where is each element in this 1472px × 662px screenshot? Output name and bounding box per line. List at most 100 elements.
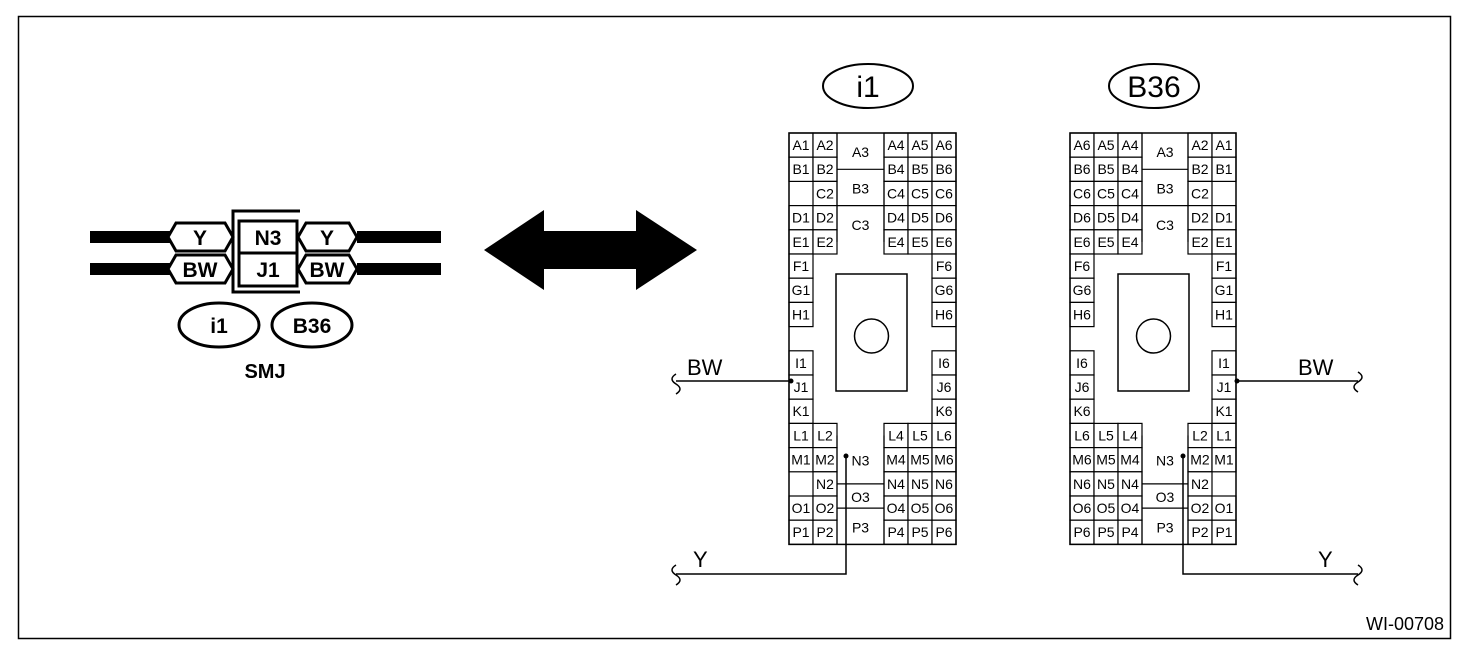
connector-i1-pin-label: F6 <box>936 258 953 274</box>
connector-b36-pin-label: O4 <box>1121 500 1140 516</box>
connector-b36-pin-label: J6 <box>1075 379 1090 395</box>
connector-i1-pin-label: D2 <box>816 210 834 226</box>
connector-i1-pin-label: C6 <box>935 185 953 201</box>
connector-i1-pin-label: M2 <box>815 452 835 468</box>
connector-i1-pin-label: M5 <box>910 452 930 468</box>
connector-i1-pin-label: L4 <box>888 427 904 443</box>
connector-i1-pin-label: K1 <box>792 403 809 419</box>
connector-i1-pin-label: A6 <box>935 137 952 153</box>
connector-b36-pin-label: M4 <box>1120 452 1140 468</box>
wire-bw-b36-break <box>1353 371 1363 393</box>
connector-b36-pin-label: C6 <box>1073 185 1091 201</box>
connector-b36-pin-label: A1 <box>1215 137 1232 153</box>
connector-i1-pin-label: E4 <box>887 234 904 250</box>
connector-b36-pin-label: O2 <box>1191 500 1210 516</box>
connector-i1-pin-cell <box>907 519 933 546</box>
connector-i1-pin-cell <box>907 422 933 449</box>
connector-b36-pin-label: N5 <box>1097 476 1115 492</box>
smj-left-terminal-bw <box>166 253 235 285</box>
connector-b36-pin-label: N4 <box>1121 476 1139 492</box>
smj-left-terminal-y <box>166 221 235 253</box>
connector-i1-pin-label: L6 <box>936 427 952 443</box>
connector-b36-pin-cell <box>1211 398 1237 425</box>
wire-y-b36-line <box>1182 456 1358 575</box>
connector-b36-mid-top-label: C3 <box>1156 217 1174 233</box>
connector-b36-pin-label: M6 <box>1072 452 1092 468</box>
connector-b36-mid-bottom-label: N3 <box>1156 453 1174 469</box>
connector-b36-pin-label: A6 <box>1073 137 1090 153</box>
connector-b36-pin-cell <box>1211 301 1237 328</box>
connector-i1-pin-label: P2 <box>816 524 833 540</box>
connector-b36-pin-cell <box>1117 519 1143 546</box>
connector-b36-pin-label: P2 <box>1191 524 1208 540</box>
smj-connector-oval-b36 <box>270 301 354 349</box>
connector-i1-pin-label: K6 <box>935 403 952 419</box>
connector-b36-pin-cell <box>1117 180 1143 207</box>
connector-i1-pin-label: P1 <box>792 524 809 540</box>
connector-b36-pin-cell <box>1093 205 1119 231</box>
connector-i1-pin-label: H1 <box>792 306 810 322</box>
connector-b36-pin-label: D4 <box>1121 210 1139 226</box>
connector-i1-pin-cell <box>788 422 814 449</box>
connector-b36-pin-label: A2 <box>1191 137 1208 153</box>
smj-pin-j1: J1 <box>256 259 280 282</box>
connector-b36-pin-label: D5 <box>1097 210 1115 226</box>
connector-i1-pin-label: B1 <box>792 161 809 177</box>
connector-b36-lock-hole-icon <box>1135 318 1172 354</box>
connector-i1-pin-label: G1 <box>792 282 811 298</box>
connector-i1-pin-cell <box>931 519 957 546</box>
connector-b36-pin-label: E5 <box>1097 234 1114 250</box>
connector-i1-pin-label: M4 <box>886 452 906 468</box>
connector-i1-pin-cell <box>788 398 814 425</box>
connector-b36-pin-label: O6 <box>1073 500 1092 516</box>
wire-y-i1: Y <box>671 453 849 586</box>
connector-i1-pin-label: N5 <box>911 476 929 492</box>
smj-wire-top-right <box>357 231 441 243</box>
connector-b36-pin-label: J1 <box>1217 379 1232 395</box>
connector-b36-pin-cell <box>1069 447 1095 473</box>
wire-y-b36-node <box>1180 453 1186 459</box>
wire-y-i1-break <box>671 564 681 586</box>
connector-i1-pin-cell <box>812 519 838 546</box>
connector-i1-pin-label: L2 <box>817 427 833 443</box>
connector-i1-mid-bottom-label: O3 <box>851 489 870 505</box>
connector-i1-pin-cell <box>931 471 957 497</box>
smj-right-terminal-bw <box>296 253 359 285</box>
connector-i1-pin-label: C2 <box>816 185 834 201</box>
connector-i1-pin-label: B5 <box>911 161 928 177</box>
connector-i1-pin-label: O2 <box>816 500 835 516</box>
connector-b36-pin-cell <box>1069 398 1095 425</box>
wire-bw-i1-node <box>788 378 794 384</box>
connector-b36-pin-label: P4 <box>1121 524 1138 540</box>
connector-i1-pin-cell <box>931 422 957 449</box>
smj-left-label-y: Y <box>193 227 207 250</box>
connector-b36-pin-cell <box>1187 422 1213 449</box>
connector-i1-pin-label: D5 <box>911 210 929 226</box>
connector-i1-mid-top-label: B3 <box>852 180 869 196</box>
connector-i1-lock-hole-icon <box>853 318 890 354</box>
connector-i1-pin-label: L1 <box>793 427 809 443</box>
wire-y-b36-break <box>1353 564 1363 586</box>
connector-b36-pin-label: O5 <box>1097 500 1116 516</box>
connector-b36-pin-label: E2 <box>1191 234 1208 250</box>
smj-wire-top-left <box>90 231 172 243</box>
wire-y-i1-node <box>843 453 849 459</box>
connector-b36-pin-label: H1 <box>1215 306 1233 322</box>
connector-i1-pin-cell <box>788 350 814 376</box>
connector-i1-pin-cell <box>812 495 838 521</box>
connector-i1-pin-cell <box>931 374 957 400</box>
smj-center-frame <box>231 209 300 294</box>
connector-b36-pin-label: C5 <box>1097 185 1115 201</box>
connector-i1-pin-cell <box>931 229 957 255</box>
connector-b36-pin-label: P5 <box>1097 524 1114 540</box>
connector-b36-pin-label: P6 <box>1073 524 1090 540</box>
smj-wire-bottom-right <box>357 263 441 275</box>
smj-pin-n3: N3 <box>255 227 282 250</box>
connector-i1-title: i1 <box>856 71 879 104</box>
connector-i1-pin-label: A1 <box>792 137 809 153</box>
connector-b36-pin-cell <box>1093 156 1119 182</box>
smj-right-label-y: Y <box>320 227 334 250</box>
connector-i1-pin-label: N4 <box>887 476 905 492</box>
connector-b36-outline <box>1069 132 1237 546</box>
